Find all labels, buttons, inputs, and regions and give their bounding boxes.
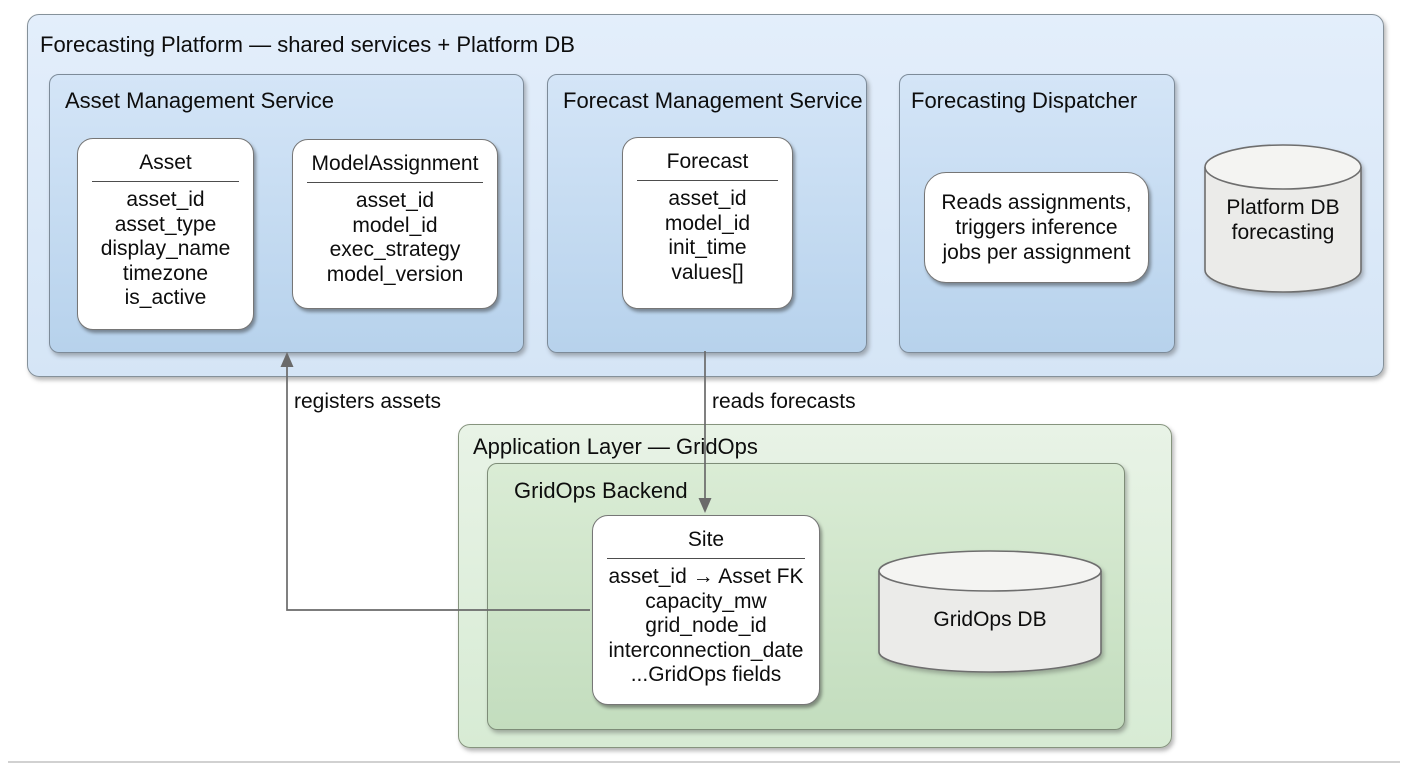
platform-db-cylinder: Platform DB forecasting: [1204, 143, 1362, 295]
forecasting-platform-container: Forecasting Platform — shared services +…: [27, 14, 1384, 377]
entity-field: exec_strategy: [329, 238, 461, 261]
bottom-divider: [8, 761, 1400, 763]
entity-separator: [92, 181, 239, 182]
entity-field: interconnection_date: [608, 638, 804, 662]
database-cylinder-icon: [878, 550, 1102, 673]
entity-title-asset: Asset: [139, 151, 192, 174]
forecasting-dispatcher-box: Forecasting Dispatcher Reads assignments…: [899, 74, 1175, 353]
application-layer-title: Application Layer — GridOps: [473, 434, 758, 459]
gridops-db-cylinder: GridOps DB: [878, 550, 1102, 674]
asset-management-service-box: Asset Management Service Asset asset_id …: [49, 74, 524, 353]
entity-title-model-assignment: ModelAssignment: [311, 152, 479, 175]
entity-separator: [607, 558, 805, 559]
entity-separator: [637, 180, 778, 181]
forecast-management-service-title: Forecast Management Service: [563, 88, 863, 113]
entity-card-asset: Asset asset_id asset_type display_name t…: [77, 138, 254, 330]
gridops-backend-title: GridOps Backend: [514, 478, 688, 503]
application-layer-container: Application Layer — GridOps GridOps Back…: [458, 424, 1172, 748]
entity-title-site: Site: [687, 528, 725, 551]
entity-field: model_id: [664, 211, 751, 235]
entity-field: timezone: [122, 261, 209, 285]
entity-field: model_id: [352, 213, 438, 237]
forecasting-dispatcher-title: Forecasting Dispatcher: [911, 88, 1138, 113]
arrow-label-registers-assets: registers assets: [294, 390, 442, 413]
entity-field: asset_id: [126, 188, 205, 211]
platform-db-label: Platform DB forecasting: [1226, 196, 1340, 244]
entity-field: asset_type: [114, 212, 217, 236]
entity-card-forecast: Forecast asset_id model_id init_time val…: [622, 137, 793, 309]
forecasting-platform-title: Forecasting Platform — shared services +…: [40, 32, 575, 57]
asset-management-service-title: Asset Management Service: [65, 88, 335, 113]
entity-field: init_time: [668, 236, 747, 259]
dispatcher-note-card: Reads assignments, triggers inference jo…: [924, 172, 1149, 283]
entity-field: is_active: [124, 286, 207, 309]
entity-field: display_name: [100, 237, 231, 260]
dispatcher-note-text: Reads assignments, triggers inference jo…: [941, 191, 1132, 264]
entity-field: grid_node_id: [645, 614, 767, 637]
gridops-db-label: GridOps DB: [933, 608, 1047, 631]
entity-card-model-assignment: ModelAssignment asset_id model_id exec_s…: [292, 139, 498, 309]
entity-field: values[]: [671, 260, 744, 284]
entity-card-site: Site asset_id → Asset FK capacity_mw gri…: [592, 515, 820, 705]
gridops-backend-box: GridOps Backend Site asset_id → Asset FK…: [487, 463, 1125, 730]
database-cylinder-icon: [1204, 144, 1362, 293]
entity-title-forecast: Forecast: [666, 150, 749, 173]
entity-field: capacity_mw: [645, 589, 767, 613]
entity-field: asset_id: [355, 189, 435, 212]
entity-separator: [307, 182, 483, 183]
entity-field: asset_id: [668, 187, 747, 210]
arrow-label-reads-forecasts: reads forecasts: [712, 390, 856, 413]
entity-field: asset_id → Asset FK: [608, 565, 804, 588]
entity-field: ...GridOps fields: [630, 663, 782, 686]
forecast-management-service-box: Forecast Management Service Forecast ass…: [547, 74, 867, 353]
entity-field: model_version: [326, 262, 464, 286]
